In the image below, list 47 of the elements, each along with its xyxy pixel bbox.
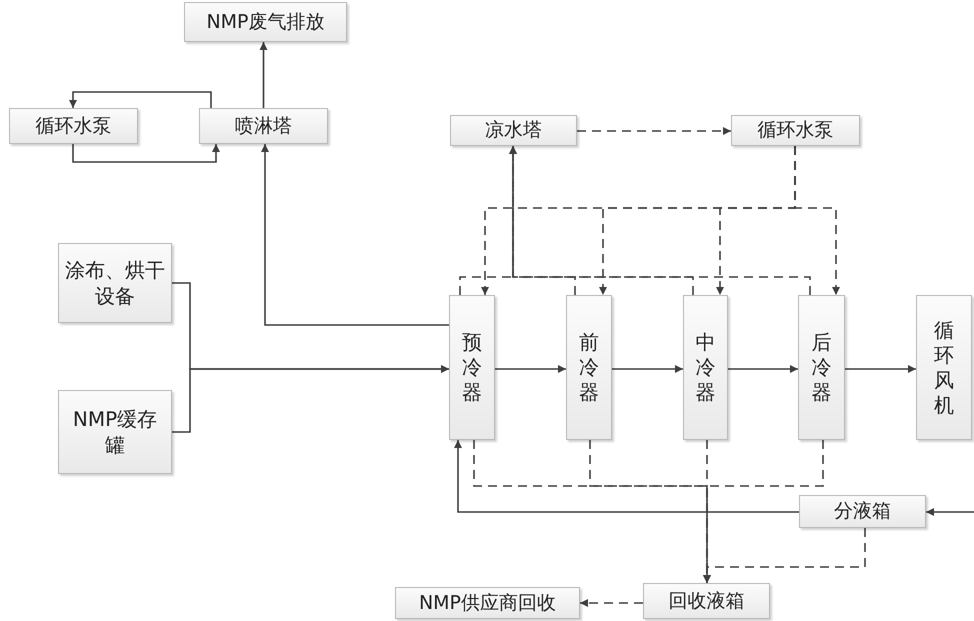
arrow xyxy=(261,144,449,326)
process-box xyxy=(395,587,580,619)
arrow xyxy=(794,146,840,295)
arrow xyxy=(577,127,731,135)
box-label: 回收液箱 xyxy=(668,588,744,614)
box-label: 喷淋塔 xyxy=(235,114,292,138)
arrow xyxy=(845,365,916,373)
box-label: 分液箱 xyxy=(834,499,891,524)
process-box xyxy=(916,295,972,440)
box-label: 循环水泵 xyxy=(758,118,834,143)
box-label: 后冷器 xyxy=(812,330,832,405)
process-box xyxy=(9,108,138,144)
arrow xyxy=(703,528,866,583)
arrow xyxy=(509,146,576,295)
process-box xyxy=(683,295,728,440)
arrow xyxy=(459,146,517,295)
process-box xyxy=(731,115,860,146)
arrow xyxy=(69,91,212,108)
arrow xyxy=(495,365,566,373)
box-label: NMP废气排放 xyxy=(206,10,325,34)
box-label: NMP缓存罐 xyxy=(72,406,158,458)
process-box xyxy=(449,295,495,440)
process-box xyxy=(58,390,172,474)
arrow xyxy=(260,42,268,108)
process-box xyxy=(798,295,845,440)
arrow xyxy=(926,508,974,516)
box-label: 前冷器 xyxy=(579,330,599,405)
arrow xyxy=(454,440,799,513)
arrow xyxy=(612,365,683,373)
process-box xyxy=(643,583,770,619)
arrow xyxy=(72,144,220,163)
arrow xyxy=(728,365,798,373)
arrow xyxy=(580,599,643,607)
box-label: 涂布、烘干设备 xyxy=(65,257,165,309)
box-label: 循环风机 xyxy=(934,318,954,418)
process-box xyxy=(58,243,172,323)
process-box xyxy=(450,115,577,146)
box-label: 预冷器 xyxy=(462,330,482,405)
box-label: NMP供应商回收 xyxy=(418,590,556,616)
process-box xyxy=(566,295,612,440)
box-label: 凉水塔 xyxy=(485,118,542,143)
box-label: 循环水泵 xyxy=(36,114,112,138)
process-box xyxy=(184,2,347,42)
arrow xyxy=(172,365,449,433)
process-box xyxy=(799,495,926,528)
process-box xyxy=(199,108,328,144)
box-label: 中冷器 xyxy=(696,330,716,405)
